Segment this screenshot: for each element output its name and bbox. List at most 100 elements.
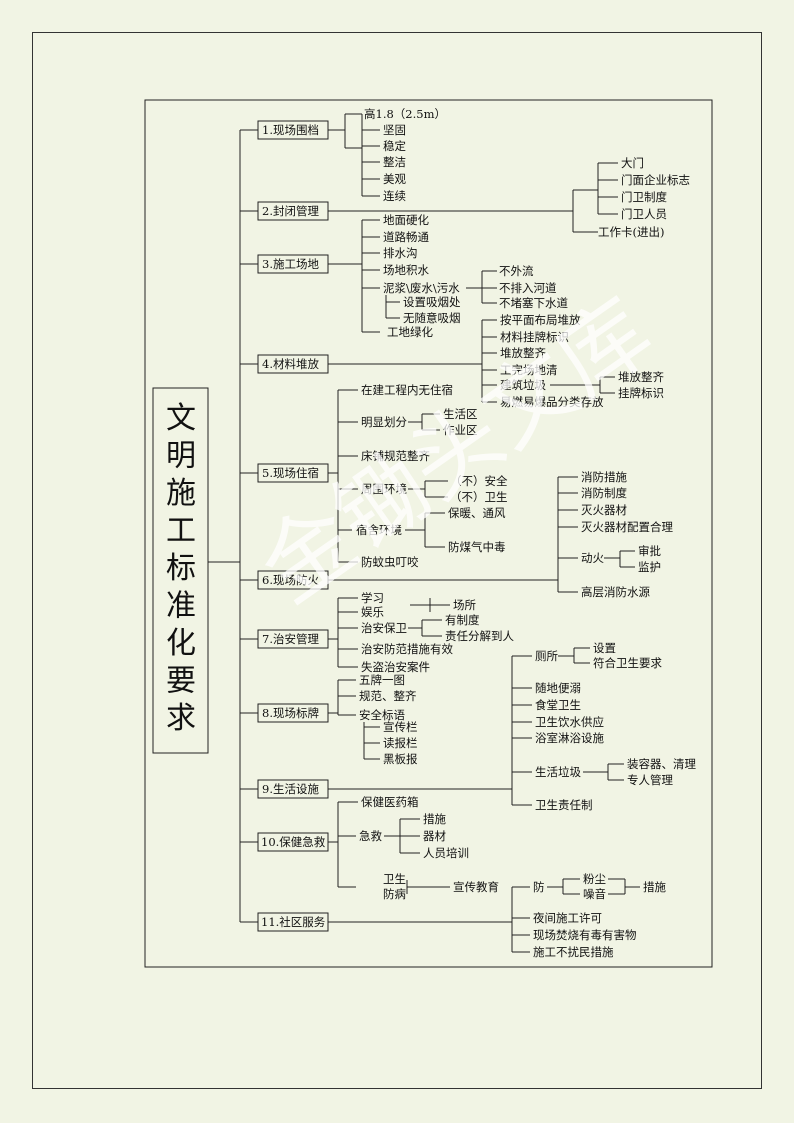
node-label: 黑板报	[383, 752, 418, 766]
node-label: 连续	[383, 189, 406, 203]
title-character: 求	[166, 701, 196, 736]
node-label: 有制度	[445, 613, 480, 627]
node-label: （不）安全	[450, 474, 508, 488]
node-label: 宿舍环境	[356, 523, 402, 537]
node-label: 稳定	[383, 139, 406, 153]
node-label: 整洁	[383, 155, 406, 169]
node-label: 高层消防水源	[581, 585, 650, 599]
branch-7-label: 7.治安管理	[262, 632, 319, 646]
node-label: 美观	[383, 172, 406, 186]
node-label: 专人管理	[627, 773, 673, 787]
node-label: 保暖、通风	[448, 506, 506, 520]
node-label: 厕所	[535, 649, 558, 663]
node-label: 排水沟	[383, 246, 418, 260]
node-label: 监护	[638, 560, 661, 574]
node-label: 泥浆\废水\污水	[383, 281, 460, 295]
node-label: 装容器、清理	[627, 757, 696, 771]
node-label: 夜间施工许可	[533, 911, 602, 925]
node-label: 设置	[593, 641, 616, 655]
node-label: 浴室淋浴设施	[535, 731, 604, 745]
title-character: 要	[166, 664, 196, 699]
node-label: 作业区	[443, 423, 478, 437]
node-label: 周围环境	[361, 482, 407, 496]
node-label: 场地积水	[383, 263, 429, 277]
node-label: 食堂卫生	[535, 698, 581, 712]
node-label: 卫生	[383, 872, 406, 886]
page-frame	[32, 32, 762, 1089]
node-label: 消防措施	[581, 470, 627, 484]
node-label: 工作卡(进出)	[598, 225, 664, 239]
node-label: 急救	[359, 829, 382, 843]
node-label: 动火	[581, 551, 604, 565]
node-label: 不外流	[499, 264, 534, 278]
node-label: 无随意吸烟	[403, 311, 461, 325]
branch-8-label: 8.现场标牌	[262, 706, 319, 720]
node-label: 生活区	[443, 407, 478, 421]
node-label: 人员培训	[423, 846, 469, 860]
title-character: 标	[166, 551, 196, 586]
branch-10-label: 10.保健急救	[261, 835, 326, 849]
node-label: 保健医药箱	[361, 795, 419, 809]
node-label: 场所	[453, 598, 476, 612]
node-label: 工完场地清	[500, 363, 558, 377]
node-label: 门卫制度	[621, 190, 667, 204]
node-label: 噪音	[583, 887, 606, 901]
node-label: 大门	[621, 156, 644, 170]
title-character: 施	[166, 476, 196, 511]
node-label: 按平面布局堆放	[500, 313, 581, 327]
node-label: 治安保卫	[361, 621, 407, 635]
node-label: 门面企业标志	[621, 173, 690, 187]
node-label: 工地绿化	[387, 325, 433, 339]
node-label: 随地便溺	[535, 681, 581, 695]
branch-9-label: 9.生活设施	[262, 782, 319, 796]
diagram-frame	[144, 99, 713, 968]
node-label: 床铺规范整齐	[361, 449, 430, 463]
node-label: 设置吸烟处	[403, 295, 461, 309]
node-label: 读报栏	[383, 736, 418, 750]
node-label: 娱乐	[361, 605, 384, 619]
title-character: 工	[166, 514, 196, 549]
branch-11-label: 11.社区服务	[261, 915, 326, 929]
node-label: 明显划分	[361, 415, 407, 429]
title-character: 准	[166, 589, 196, 624]
node-label: 审批	[638, 544, 661, 558]
node-label: 卫生饮水供应	[535, 715, 604, 729]
branch-3-label: 3.施工场地	[262, 257, 319, 271]
node-label: 施工不扰民措施	[533, 945, 614, 959]
node-label: 门卫人员	[621, 207, 667, 221]
branch-4-label: 4.材料堆放	[262, 357, 319, 371]
node-label: 失盗治安案件	[361, 660, 430, 674]
node-label: 灭火器材配置合理	[581, 520, 673, 534]
node-label: 生活垃圾	[535, 765, 581, 779]
node-label: （不）卫生	[450, 490, 508, 504]
node-label: 宣传教育	[453, 880, 499, 894]
node-label: 五牌一图	[359, 673, 405, 687]
node-label: 在建工程内无住宿	[361, 383, 453, 397]
branch-6-label: 6.现场防火	[262, 573, 319, 587]
node-label: 措施	[643, 880, 666, 894]
node-label: 坚固	[383, 123, 406, 137]
node-label: 规范、整齐	[359, 689, 417, 703]
node-label: 材料挂牌标识	[500, 330, 569, 344]
node-label: 粉尘	[583, 872, 606, 886]
title-character: 明	[166, 439, 196, 474]
node-label: 宣传栏	[383, 720, 418, 734]
node-label: 符合卫生要求	[593, 656, 662, 670]
node-label: 堆放整齐	[500, 346, 546, 360]
title-box	[152, 387, 209, 754]
node-label: 地面硬化	[383, 213, 429, 227]
title-character: 文	[166, 401, 196, 436]
node-label: 道路畅通	[383, 230, 429, 244]
node-label: 建筑垃圾	[500, 378, 546, 392]
node-label: 不堵塞下水道	[499, 296, 568, 310]
node-label: 器材	[423, 829, 446, 843]
node-label: 挂牌标识	[618, 386, 664, 400]
node-label: 高1.8（2.5m）	[364, 107, 446, 121]
node-label: 防蚊虫叮咬	[361, 555, 419, 569]
node-label: 防	[533, 880, 545, 894]
node-label: 卫生责任制	[535, 798, 593, 812]
branch-2-label: 2.封闭管理	[262, 204, 319, 218]
branch-5-label: 5.现场住宿	[262, 466, 319, 480]
